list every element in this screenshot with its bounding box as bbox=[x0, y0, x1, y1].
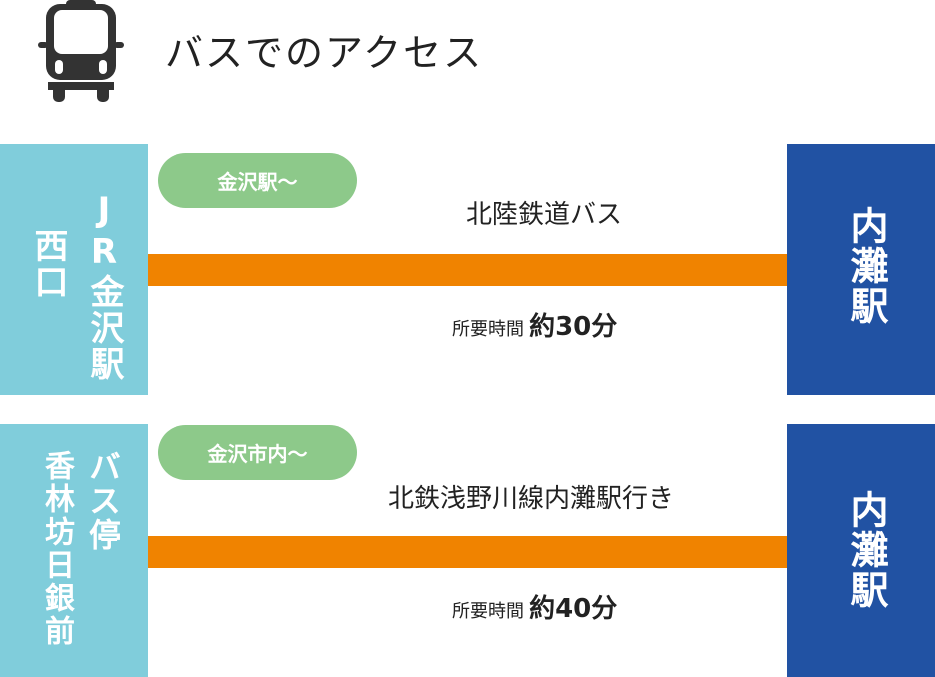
origin-line1: JR金沢駅 bbox=[84, 190, 124, 382]
origin-box: JR金沢駅 西口 bbox=[0, 144, 148, 395]
time-value: 約30分 bbox=[529, 312, 618, 342]
route-tag: 金沢駅〜 bbox=[158, 153, 357, 208]
time-label: 所要時間 bbox=[452, 601, 524, 622]
time-label: 所要時間 bbox=[452, 319, 524, 340]
time-value: 約40分 bbox=[529, 594, 618, 624]
route-tag: 金沢市内〜 bbox=[158, 425, 357, 480]
route-name: 北陸鉄道バス bbox=[466, 200, 623, 230]
origin-box: バス停 香林坊日銀前 bbox=[0, 424, 148, 677]
destination-box: 内灘駅 bbox=[787, 424, 935, 677]
travel-time: 所要時間 約30分 bbox=[452, 306, 617, 343]
route-bar bbox=[148, 536, 787, 568]
origin-line2: 香林坊日銀前 bbox=[39, 450, 74, 648]
page-title: バスでのアクセス bbox=[165, 31, 484, 75]
destination-label: 内灘駅 bbox=[844, 206, 888, 326]
origin-line2: 西口 bbox=[28, 228, 68, 300]
bus-icon bbox=[38, 0, 124, 104]
route-bar bbox=[148, 254, 787, 286]
route-name: 北鉄浅野川線内灘駅行き bbox=[388, 484, 675, 514]
destination-label: 内灘駅 bbox=[844, 490, 888, 610]
travel-time: 所要時間 約40分 bbox=[452, 588, 617, 625]
destination-box: 内灘駅 bbox=[787, 144, 935, 395]
origin-line1: バス停 bbox=[84, 450, 122, 552]
